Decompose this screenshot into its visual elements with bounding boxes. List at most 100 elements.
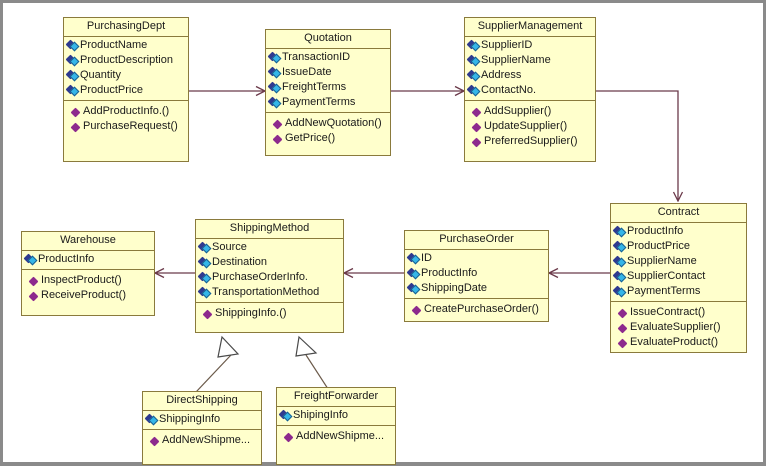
public-attribute-icon bbox=[197, 241, 212, 254]
public-attribute-icon bbox=[267, 81, 282, 94]
attribute-label: ShippingDate bbox=[421, 282, 488, 294]
operations-compartment: CreatePurchaseOrder() bbox=[405, 299, 548, 319]
operation-label: EvaluateProduct() bbox=[630, 336, 719, 348]
attribute-row: FreightTerms bbox=[266, 80, 390, 95]
public-operation-icon bbox=[617, 338, 628, 348]
operation-label: AddNewShipme... bbox=[162, 434, 251, 446]
public-attribute-icon bbox=[23, 253, 38, 266]
public-attribute-icon bbox=[197, 271, 212, 284]
attribute-row: SupplierID bbox=[465, 38, 595, 53]
operation-row: CreatePurchaseOrder() bbox=[405, 302, 548, 317]
attribute-row: Quantity bbox=[64, 68, 188, 83]
attribute-label: TransportationMethod bbox=[212, 286, 320, 298]
public-operation-icon bbox=[411, 305, 422, 315]
attribute-label: ShipingInfo bbox=[293, 409, 349, 421]
attributes-compartment: ProductInfo bbox=[22, 251, 154, 270]
attribute-row: TransportationMethod bbox=[196, 285, 343, 300]
class-box-quotation[interactable]: Quotation TransactionID IssueDate Freigh… bbox=[265, 29, 391, 156]
operation-row: AddNewShipme... bbox=[277, 429, 395, 444]
operation-row: AddSupplier() bbox=[465, 104, 595, 119]
public-attribute-icon bbox=[65, 39, 80, 52]
attribute-label: IssueDate bbox=[282, 66, 332, 78]
operation-row: EvaluateProduct() bbox=[611, 335, 746, 350]
attribute-label: Destination bbox=[212, 256, 268, 268]
class-box-freightforwarder[interactable]: FreightForwarder ShipingInfo AddNewShipm… bbox=[276, 387, 396, 465]
operation-row: AddNewQuotation() bbox=[266, 116, 390, 131]
operation-label: AddSupplier() bbox=[484, 105, 552, 117]
attribute-row: ContactNo. bbox=[465, 83, 595, 98]
attribute-row: ProductInfo bbox=[22, 252, 154, 267]
attribute-label: ProductName bbox=[80, 39, 148, 51]
operation-label: AddNewShipme... bbox=[296, 430, 385, 442]
public-attribute-icon bbox=[267, 96, 282, 109]
class-name: SupplierManagement bbox=[465, 18, 595, 37]
attribute-row: ProductName bbox=[64, 38, 188, 53]
public-attribute-icon bbox=[65, 54, 80, 67]
public-operation-icon bbox=[149, 436, 160, 446]
operation-row: ReceiveProduct() bbox=[22, 288, 154, 303]
class-box-suppliermanagement[interactable]: SupplierManagement SupplierID SupplierNa… bbox=[464, 17, 596, 162]
attribute-label: SupplierContact bbox=[627, 270, 706, 282]
public-operation-icon bbox=[471, 122, 482, 132]
operations-compartment: InspectProduct() ReceiveProduct() bbox=[22, 270, 154, 305]
operation-label: InspectProduct() bbox=[41, 274, 122, 286]
operation-row: AddProductInfo.() bbox=[64, 104, 188, 119]
public-operation-icon bbox=[283, 432, 294, 442]
public-operation-icon bbox=[617, 323, 628, 333]
public-attribute-icon bbox=[612, 255, 627, 268]
operation-label: CreatePurchaseOrder() bbox=[424, 303, 539, 315]
operations-compartment: AddProductInfo.() PurchaseRequest() bbox=[64, 101, 188, 136]
operations-compartment: AddNewShipme... bbox=[143, 430, 261, 450]
public-operation-icon bbox=[617, 308, 628, 318]
class-box-shippingmethod[interactable]: ShippingMethod Source Destination Purcha… bbox=[195, 219, 344, 333]
public-attribute-icon bbox=[65, 84, 80, 97]
attribute-label: SupplierName bbox=[627, 255, 697, 267]
class-name: PurchaseOrder bbox=[405, 231, 548, 250]
operation-label: PurchaseRequest() bbox=[83, 120, 178, 132]
operation-row: IssueContract() bbox=[611, 305, 746, 320]
attribute-label: ShippingInfo bbox=[159, 413, 221, 425]
attribute-label: PaymentTerms bbox=[282, 96, 356, 108]
public-attribute-icon bbox=[267, 51, 282, 64]
class-box-directshipping[interactable]: DirectShipping ShippingInfo AddNewShipme… bbox=[142, 391, 262, 465]
attribute-label: ProductInfo bbox=[421, 267, 478, 279]
attribute-row: SupplierName bbox=[465, 53, 595, 68]
operation-row: EvaluateSupplier() bbox=[611, 320, 746, 335]
line-suppliermanagement-contract bbox=[596, 90, 678, 201]
class-box-warehouse[interactable]: Warehouse ProductInfo InspectProduct() R… bbox=[21, 231, 155, 316]
public-attribute-icon bbox=[612, 270, 627, 283]
attribute-row: Destination bbox=[196, 255, 343, 270]
public-operation-icon bbox=[70, 107, 81, 117]
attribute-label: Quantity bbox=[80, 69, 121, 81]
attribute-label: ProductPrice bbox=[627, 240, 690, 252]
operation-label: GetPrice() bbox=[285, 132, 336, 144]
attributes-compartment: SupplierID SupplierName Address ContactN… bbox=[465, 37, 595, 101]
public-operation-icon bbox=[471, 137, 482, 147]
public-operation-icon bbox=[272, 134, 283, 144]
attribute-label: FreightTerms bbox=[282, 81, 347, 93]
attribute-label: ProductDescription bbox=[80, 54, 173, 66]
public-attribute-icon bbox=[466, 69, 481, 82]
attribute-row: PaymentTerms bbox=[611, 284, 746, 299]
public-attribute-icon bbox=[466, 39, 481, 52]
public-attribute-icon bbox=[466, 54, 481, 67]
public-attribute-icon bbox=[197, 286, 212, 299]
attributes-compartment: ProductInfo ProductPrice SupplierName Su… bbox=[611, 223, 746, 302]
operation-label: UpdateSupplier() bbox=[484, 120, 568, 132]
attributes-compartment: ProductName ProductDescription Quantity … bbox=[64, 37, 188, 101]
operations-compartment: AddSupplier() UpdateSupplier() Preferred… bbox=[465, 101, 595, 151]
class-box-purchaseorder[interactable]: PurchaseOrder ID ProductInfo ShippingDat… bbox=[404, 230, 549, 322]
attributes-compartment: Source Destination PurchaseOrderInfo. Tr… bbox=[196, 239, 343, 303]
class-box-purchasingdept[interactable]: PurchasingDept ProductName ProductDescri… bbox=[63, 17, 189, 162]
public-attribute-icon bbox=[267, 66, 282, 79]
operation-label: ReceiveProduct() bbox=[41, 289, 126, 301]
attributes-compartment: ID ProductInfo ShippingDate bbox=[405, 250, 548, 299]
attribute-label: PaymentTerms bbox=[627, 285, 701, 297]
class-box-contract[interactable]: Contract ProductInfo ProductPrice Suppli… bbox=[610, 203, 747, 353]
class-name: Contract bbox=[611, 204, 746, 223]
attribute-label: PurchaseOrderInfo. bbox=[212, 271, 308, 283]
operation-label: PreferredSupplier() bbox=[484, 135, 578, 147]
public-operation-icon bbox=[202, 309, 213, 319]
operations-compartment: AddNewQuotation() GetPrice() bbox=[266, 113, 390, 148]
